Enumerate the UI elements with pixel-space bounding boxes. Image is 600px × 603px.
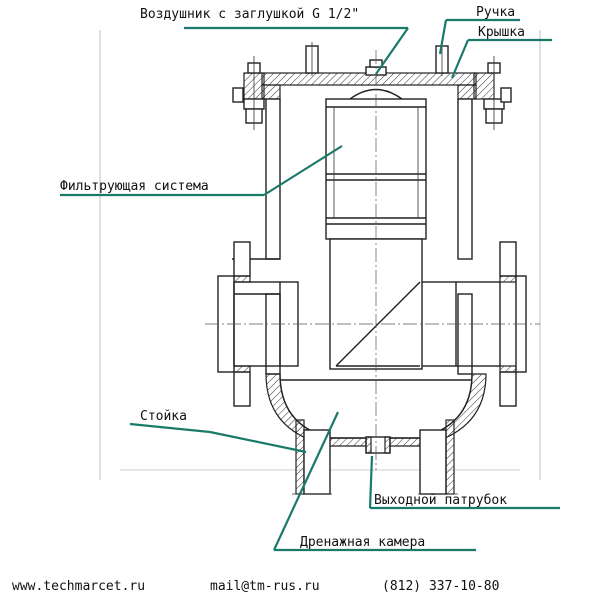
handle-left — [305, 42, 319, 76]
housing-body — [232, 98, 473, 375]
label-handle: Ручка — [476, 5, 515, 20]
center-lines — [205, 50, 540, 470]
leader-handle-diag — [438, 19, 448, 55]
label-air-vent: Воздушник с заглушкой G 1/2" — [140, 7, 359, 22]
label-filter-system: Фильтрующая система — [60, 179, 209, 194]
label-drain-chamber: Дренажная камера — [300, 535, 425, 550]
footer-website: www.techmarcet.ru — [12, 579, 145, 594]
leader-air-vent-diag — [375, 27, 409, 75]
leader-outlet-diag — [368, 455, 374, 509]
cover-bolt-right — [483, 56, 512, 130]
label-cover: Крышка — [478, 25, 525, 40]
leader-stand-diag — [209, 430, 307, 454]
cover-plate — [243, 72, 495, 100]
footer-email: mail@tm-rus.ru — [210, 579, 320, 594]
leader-filter-diag — [263, 145, 343, 196]
label-stand: Стойка — [140, 409, 187, 424]
leader-stand — [129, 422, 211, 434]
inlet-flange-left — [217, 241, 299, 407]
cover-bolt-left — [232, 56, 265, 130]
stand-right — [418, 419, 458, 495]
stand-left — [292, 419, 332, 495]
outlet-pipe — [365, 436, 391, 454]
label-outlet: Выходной патрубок — [374, 493, 507, 508]
leader-drain-diag — [273, 411, 339, 551]
leader-lines — [60, 18, 560, 552]
footer-phone: (812) 337-10-80 — [382, 579, 499, 594]
leader-cover-diag — [450, 39, 470, 79]
